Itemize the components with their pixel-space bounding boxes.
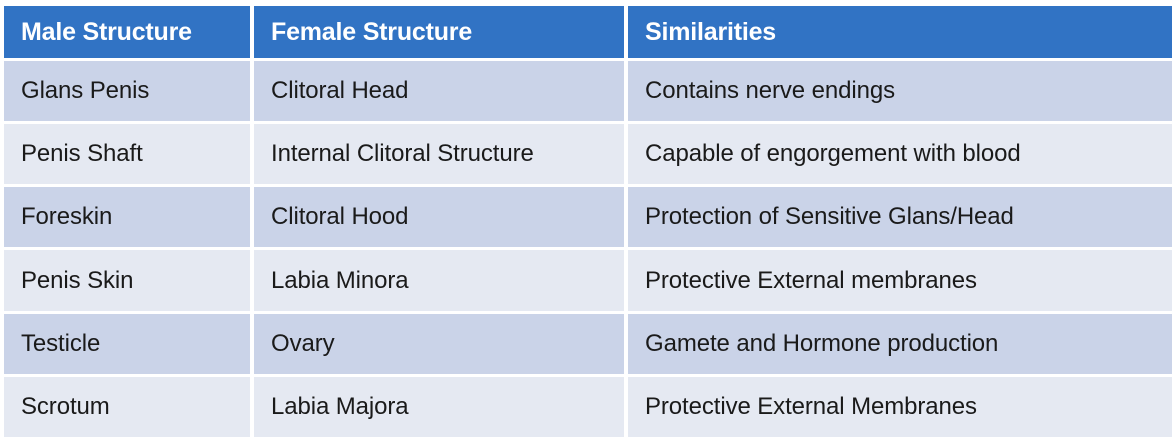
table-row: Foreskin Clitoral Hood Protection of Sen… (4, 187, 1172, 248)
cell-male-structure: Penis Skin (4, 250, 250, 311)
table-row: Penis Shaft Internal Clitoral Structure … (4, 124, 1172, 185)
table-row: Glans Penis Clitoral Head Contains nerve… (4, 61, 1172, 122)
cell-similarities: Protection of Sensitive Glans/Head (628, 187, 1172, 248)
cell-female-structure: Internal Clitoral Structure (254, 124, 624, 185)
cell-male-structure: Glans Penis (4, 61, 250, 122)
cell-female-structure: Labia Majora (254, 376, 624, 437)
cell-similarities: Capable of engorgement with blood (628, 124, 1172, 185)
cell-male-structure: Testicle (4, 313, 250, 374)
cell-male-structure: Foreskin (4, 187, 250, 248)
cell-male-structure: Scrotum (4, 376, 250, 437)
cell-female-structure: Ovary (254, 313, 624, 374)
cell-similarities: Protective External Membranes (628, 376, 1172, 437)
comparison-table: Male Structure Female Structure Similari… (0, 3, 1172, 440)
cell-similarities: Protective External membranes (628, 250, 1172, 311)
cell-female-structure: Labia Minora (254, 250, 624, 311)
column-header-similarities: Similarities (628, 6, 1172, 58)
cell-female-structure: Clitoral Head (254, 61, 624, 122)
table-row: Penis Skin Labia Minora Protective Exter… (4, 250, 1172, 311)
column-header-female-structure: Female Structure (254, 6, 624, 58)
table-body: Glans Penis Clitoral Head Contains nerve… (4, 61, 1172, 437)
table-row: Scrotum Labia Majora Protective External… (4, 376, 1172, 437)
table-header: Male Structure Female Structure Similari… (4, 6, 1172, 58)
header-row: Male Structure Female Structure Similari… (4, 6, 1172, 58)
cell-male-structure: Penis Shaft (4, 124, 250, 185)
cell-similarities: Gamete and Hormone production (628, 313, 1172, 374)
cell-similarities: Contains nerve endings (628, 61, 1172, 122)
table-row: Testicle Ovary Gamete and Hormone produc… (4, 313, 1172, 374)
cell-female-structure: Clitoral Hood (254, 187, 624, 248)
column-header-male-structure: Male Structure (4, 6, 250, 58)
